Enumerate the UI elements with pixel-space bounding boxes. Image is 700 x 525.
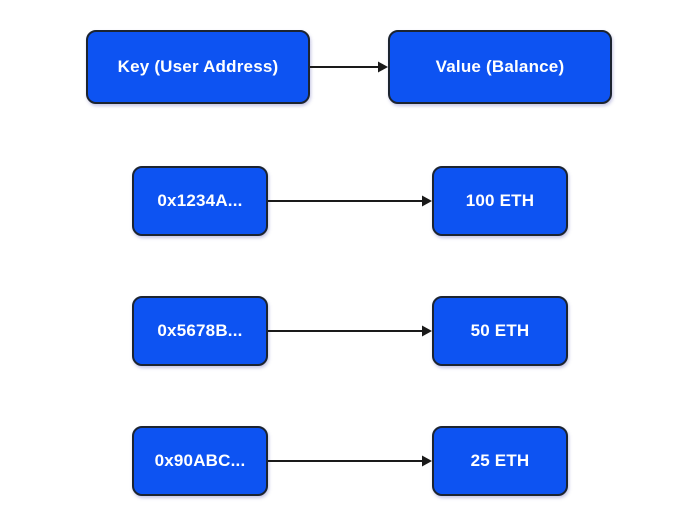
address-box: 0x90ABC... — [132, 426, 268, 496]
key-header-box: Key (User Address) — [86, 30, 310, 104]
value-header-box: Value (Balance) — [388, 30, 612, 104]
arrow-right-icon — [268, 324, 432, 338]
balance-box: 100 ETH — [432, 166, 568, 236]
address-box: 0x5678B... — [132, 296, 268, 366]
address-box: 0x1234A... — [132, 166, 268, 236]
arrow-right-icon — [268, 194, 432, 208]
balance-box: 25 ETH — [432, 426, 568, 496]
arrow-right-icon — [310, 60, 388, 74]
balance-box: 50 ETH — [432, 296, 568, 366]
arrow-right-icon — [268, 454, 432, 468]
